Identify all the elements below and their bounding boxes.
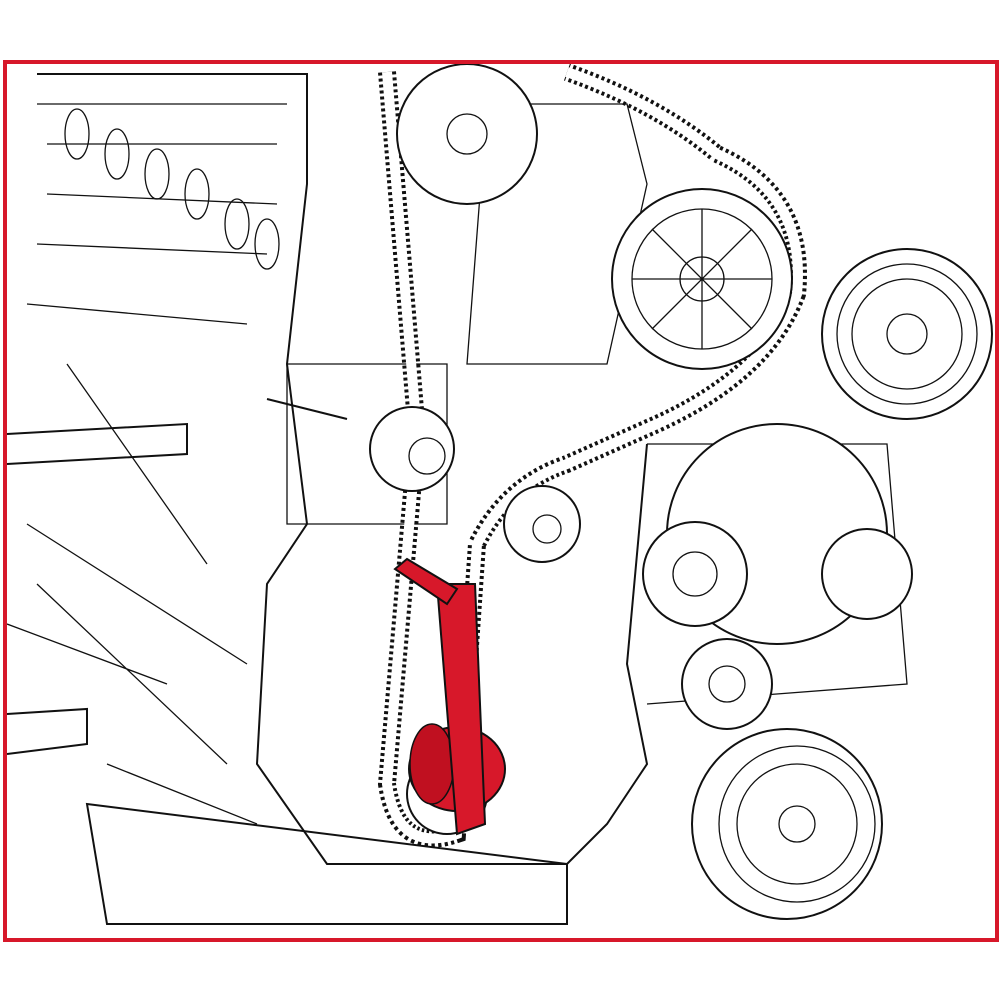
accessory-idler-pulley bbox=[642, 521, 748, 627]
timing-belt bbox=[377, 64, 807, 848]
pulleys bbox=[266, 64, 993, 920]
idler-pulley bbox=[503, 485, 581, 563]
engine-diagram bbox=[7, 64, 993, 925]
alternator-pulley bbox=[821, 528, 913, 620]
camshaft-pulley-left bbox=[396, 64, 538, 205]
tensioner-bolt bbox=[266, 398, 348, 420]
accessory-tensioner-pulley bbox=[681, 638, 773, 730]
tensioner-pulley bbox=[369, 406, 455, 492]
power-steering-pulley bbox=[821, 248, 993, 420]
ac-compressor-pulley bbox=[691, 728, 883, 920]
crankshaft-locking-tool bbox=[393, 557, 506, 836]
illustration-frame bbox=[3, 60, 999, 942]
